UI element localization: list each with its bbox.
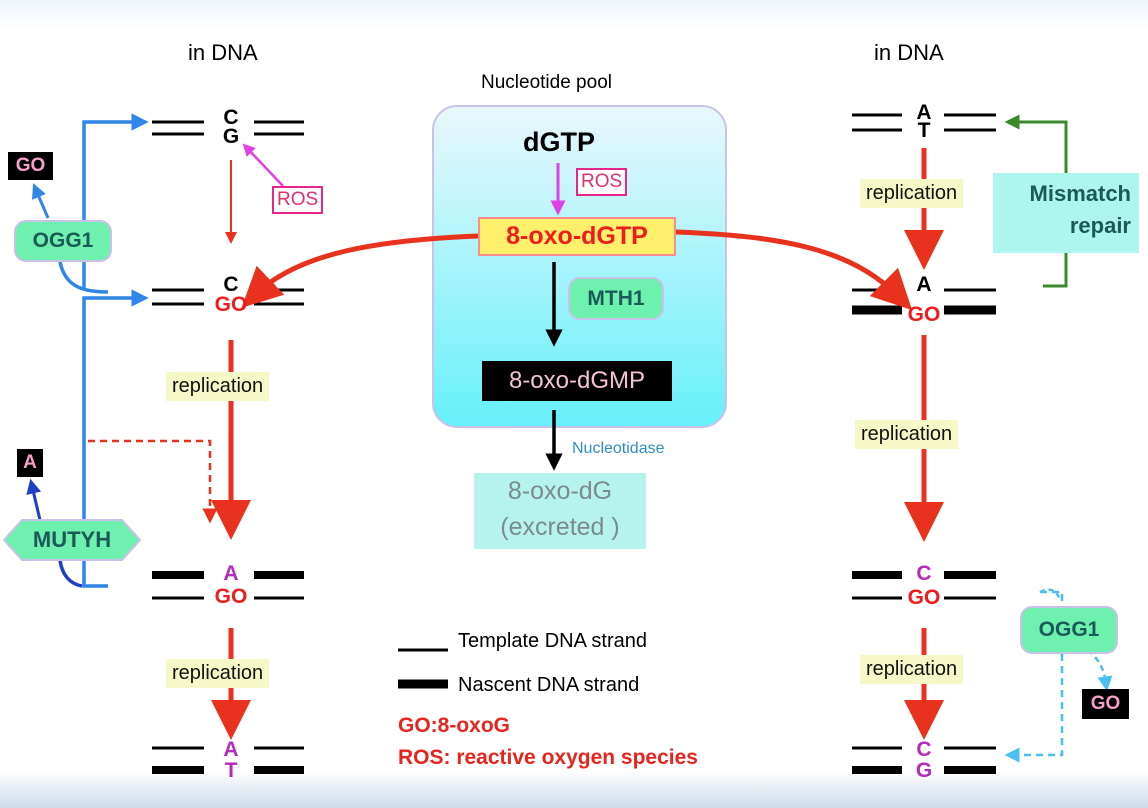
left-pair1-strands — [152, 120, 304, 136]
left-mutyh-enzyme: MUTYH — [2, 518, 142, 562]
left-ros-arrow — [242, 143, 284, 187]
left-ogg1-repair-arrow — [82, 113, 149, 290]
legend-template-text: Template DNA strand — [458, 630, 647, 652]
legend-nascent-text: Nascent DNA strand — [458, 674, 640, 696]
left-mutyh-repair-arrow — [82, 289, 149, 588]
incorporation-left-arrow — [241, 233, 479, 308]
right-pair4-top-base: C — [916, 738, 932, 761]
excreted-line2: (excreted ) — [500, 513, 620, 541]
right-pair2-top-base: A — [916, 273, 932, 296]
right-ogg1-repair-arrow — [1004, 590, 1064, 763]
oxo-dgtp-box: 8-oxo-dGTP — [478, 217, 676, 256]
left-ogg1-loop — [58, 261, 109, 294]
right-go-released: GO — [1082, 689, 1129, 719]
right-pair4-bottom-base: G — [915, 759, 933, 782]
mismatch-line1: Mismatch — [1029, 181, 1131, 206]
left-ogg1-enzyme: OGG1 — [14, 220, 112, 262]
right-pair4-strands — [852, 746, 996, 774]
left-a-released: A — [17, 449, 43, 477]
right-pair1-bottom-base: T — [917, 119, 931, 142]
right-pair1-top-base: A — [916, 101, 932, 124]
left-pair3-bottom-base: GO — [214, 585, 248, 608]
left-ros-label: ROS — [272, 186, 324, 214]
pool-ros-label: ROS — [576, 168, 628, 196]
excreted-box: 8-oxo-dG (excreted ) — [474, 473, 646, 549]
mismatch-repair-box: Mismatch repair — [993, 173, 1139, 253]
left-pair4-strands — [152, 746, 304, 774]
legend-go-definition: GO:8-oxoG — [398, 714, 511, 737]
left-dashed-misinsertion-arrow — [88, 439, 218, 524]
legend-ros-definition: ROS: reactive oxygen species — [398, 746, 698, 769]
right-replication1-label: replication — [860, 179, 964, 208]
right-pair2-bottom-base: GO — [907, 303, 941, 326]
left-pair1-bottom-base: G — [222, 125, 240, 148]
right-replication3-label: replication — [860, 655, 964, 684]
dgtp-label: dGTP — [523, 127, 595, 157]
right-pair3-top-base: C — [916, 562, 932, 585]
left-mutyh-release-path — [58, 559, 83, 588]
mth1-enzyme: MTH1 — [568, 277, 664, 320]
right-replication2-label: replication — [855, 420, 959, 449]
right-pair1-strands — [852, 113, 996, 132]
left-a-release-arrow — [26, 478, 42, 521]
excreted-line1: 8-oxo-dG — [507, 477, 613, 505]
mismatch-line2: repair — [1069, 213, 1131, 238]
pool-title: Nucleotide pool — [481, 72, 612, 93]
left-pair4-top-base: A — [223, 738, 239, 761]
right-pair3-strands — [852, 571, 996, 600]
left-go-release-arrow — [32, 183, 50, 219]
left-pair1-top-base: C — [223, 106, 239, 129]
left-header: in DNA — [188, 40, 258, 65]
nucleotide-pool-box — [432, 105, 727, 428]
mutyh-hexagon-shape — [2, 519, 142, 561]
left-replication2-label: replication — [166, 659, 270, 688]
right-ogg1-enzyme: OGG1 — [1020, 606, 1118, 654]
left-go-released: GO — [8, 152, 53, 180]
right-go-release-arrow — [1087, 649, 1113, 692]
left-pair2-bottom-base: GO — [214, 293, 248, 316]
right-pair3-bottom-base: GO — [907, 586, 941, 609]
left-pair2-top-base: C — [223, 273, 239, 296]
right-ogg1-loop — [1039, 588, 1062, 601]
incorporation-right-arrow — [675, 229, 913, 311]
left-pair3-strands — [152, 571, 304, 600]
right-header: in DNA — [874, 40, 944, 65]
left-replication1-label: replication — [166, 372, 270, 401]
oxo-dgmp-box: 8-oxo-dGMP — [482, 361, 672, 401]
left-pair3-top-base: A — [223, 562, 239, 585]
nucleotidase-label: Nucleotidase — [572, 440, 665, 457]
left-pair4-bottom-base: T — [224, 759, 238, 782]
mutyh-label: MUTYH — [32, 527, 112, 552]
